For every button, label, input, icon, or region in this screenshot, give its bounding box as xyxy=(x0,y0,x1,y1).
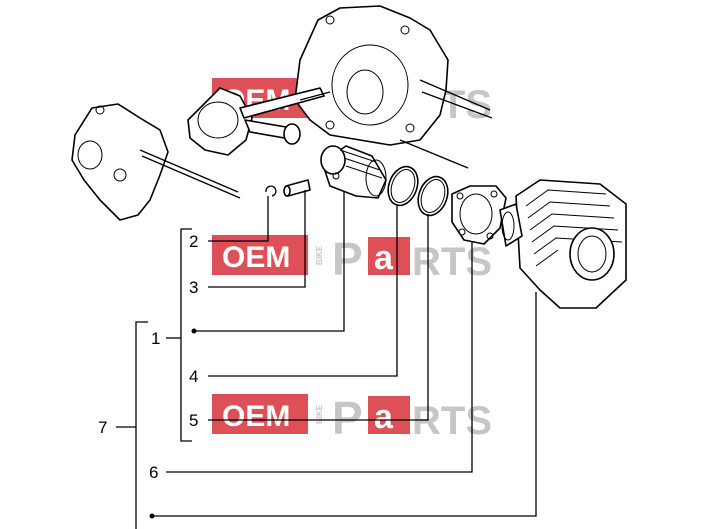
cylinder xyxy=(499,179,627,309)
callout-label-6: 6 xyxy=(149,463,158,482)
leader-lines xyxy=(116,190,537,529)
watermark-bike-text: BIKE xyxy=(315,404,324,424)
watermark-rts-text: RTS xyxy=(412,240,492,284)
watermark-bottom: OEM BIKE P a RTS xyxy=(212,392,492,444)
piston-ring-lower xyxy=(417,175,449,217)
watermark-p-text: P xyxy=(332,233,363,285)
watermark-a-text: a xyxy=(374,239,394,277)
callout-label-3: 3 xyxy=(189,278,198,297)
watermark-oem-text: OEM xyxy=(222,241,290,274)
piston-pin-circlip xyxy=(265,185,277,197)
watermark-p-text: P xyxy=(332,392,363,444)
callout-label-7: 7 xyxy=(98,418,107,437)
watermark-oem-text: OEM xyxy=(222,400,290,433)
callout-label-5: 5 xyxy=(189,411,198,430)
watermark-middle: OEM BIKE P a RTS xyxy=(212,233,492,285)
watermark-a-text: a xyxy=(374,398,394,436)
crankshaft xyxy=(187,87,331,156)
piston xyxy=(320,145,387,199)
watermark-rts-text: RTS xyxy=(412,399,492,443)
crankcase-cover xyxy=(71,103,241,221)
piston-pin xyxy=(283,179,311,197)
callout-label-1: 1 xyxy=(151,329,160,348)
callout-label-4: 4 xyxy=(189,367,198,386)
cylinder-base-gasket xyxy=(451,185,507,245)
watermark-bike-text: BIKE xyxy=(315,245,324,265)
callout-label-2: 2 xyxy=(189,232,198,251)
crankcase-half xyxy=(294,5,493,169)
piston-ring-upper xyxy=(387,165,419,207)
